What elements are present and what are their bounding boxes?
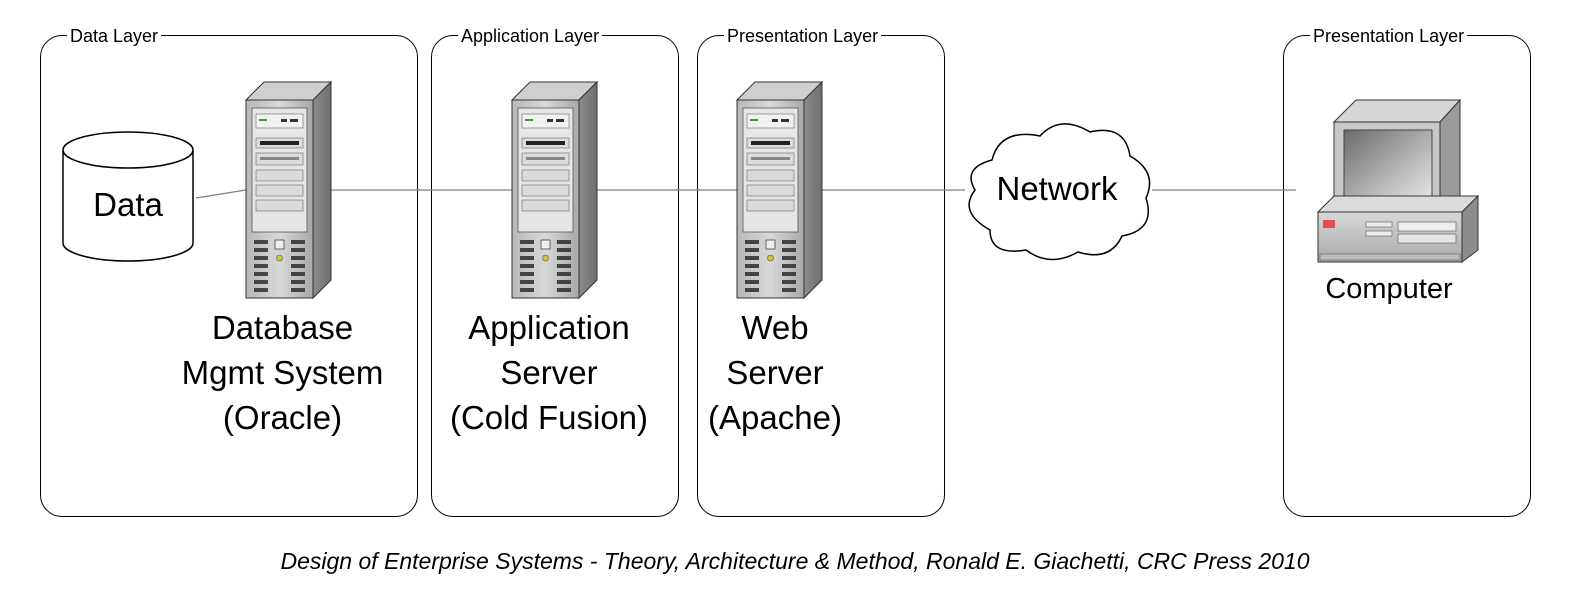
data-store-label: Data bbox=[93, 186, 163, 223]
web-server-icon bbox=[736, 81, 823, 299]
dbms-label: Database Mgmt System (Oracle) bbox=[165, 305, 400, 440]
application-layer-title: Application Layer bbox=[458, 26, 603, 46]
dbms-label-line2: Mgmt System bbox=[181, 354, 384, 391]
app-server-label-line3: (Cold Fusion) bbox=[449, 399, 649, 436]
web-server-label-line2: Server bbox=[726, 354, 824, 391]
client-presentation-layer-box: Presentation Layer bbox=[1283, 26, 1531, 517]
web-server-label-line3: (Apache) bbox=[708, 399, 842, 436]
computer-label: Computer bbox=[1325, 273, 1453, 305]
presentation-layer-title: Presentation Layer bbox=[724, 26, 882, 46]
dbms-label-line1: Database bbox=[211, 309, 354, 346]
network-label: Network bbox=[996, 170, 1118, 207]
presentation-layer-box: Presentation Layer bbox=[697, 26, 945, 517]
network-cloud-icon: Network bbox=[968, 123, 1151, 261]
figure-caption: Design of Enterprise Systems - Theory, A… bbox=[280, 548, 1310, 574]
client-presentation-layer-title: Presentation Layer bbox=[1310, 26, 1468, 46]
data-layer-title: Data Layer bbox=[67, 26, 162, 46]
web-server-label: Web Server (Apache) bbox=[695, 305, 855, 440]
dbms-server-icon bbox=[245, 81, 332, 299]
app-server-icon bbox=[511, 81, 598, 299]
app-server-label-line2: Server bbox=[500, 354, 598, 391]
database-cylinder-icon: Data bbox=[62, 131, 194, 262]
app-server-label-line1: Application bbox=[468, 309, 630, 346]
dbms-label-line3: (Oracle) bbox=[222, 399, 343, 436]
data-layer-box: Data Layer bbox=[40, 26, 418, 517]
web-server-label-line1: Web bbox=[741, 309, 809, 346]
link-data-to-dbms bbox=[195, 189, 247, 199]
connection-lines bbox=[195, 189, 1296, 199]
application-layer-box: Application Layer bbox=[431, 26, 679, 517]
desktop-computer-icon bbox=[1316, 98, 1480, 263]
app-server-label: Application Server (Cold Fusion) bbox=[436, 305, 662, 440]
